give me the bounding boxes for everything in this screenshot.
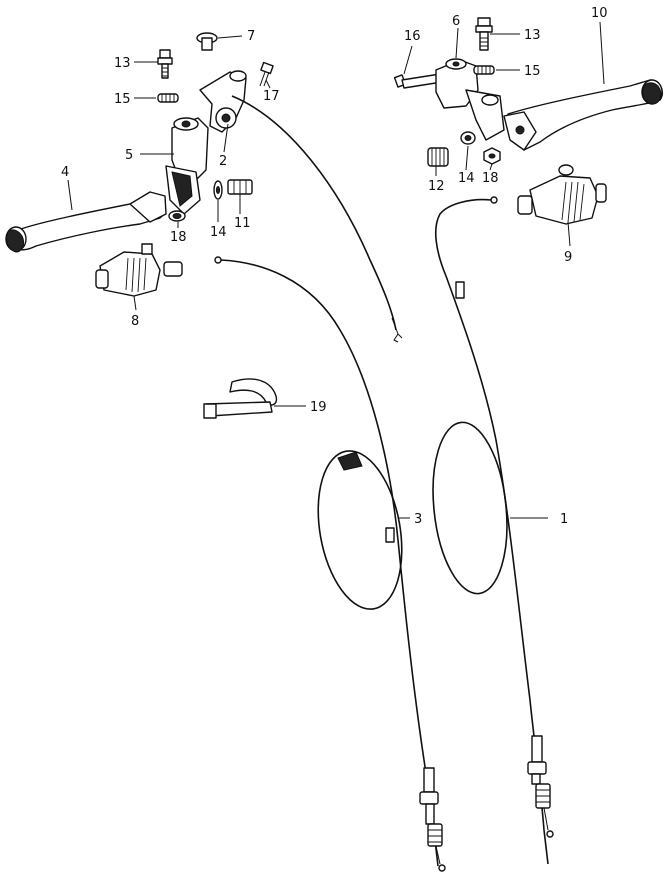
callout-4: 4 [61, 165, 69, 180]
callout-11: 11 [234, 216, 251, 231]
holder-right [435, 58, 505, 141]
callout-6: 6 [452, 14, 460, 29]
callout-2: 2 [219, 154, 227, 169]
holder-top-left [199, 70, 247, 133]
callout-labels: 1 2 3 4 5 6 7 8 9 10 11 12 13 13 14 14 1… [61, 6, 608, 527]
bolt-16 [393, 73, 443, 89]
callout-17: 17 [263, 89, 280, 104]
bolt-13-left [157, 49, 173, 79]
clamp-19 [203, 378, 278, 419]
spring-15-left [157, 93, 179, 103]
nut-18-left [168, 210, 186, 222]
callout-14-right: 14 [458, 171, 475, 186]
callout-10: 10 [591, 6, 608, 21]
lever-left [5, 191, 167, 253]
callout-13-left: 13 [114, 56, 131, 71]
lever-right [503, 79, 664, 151]
spring-15-right [473, 65, 495, 75]
callout-13-right: 13 [524, 28, 541, 43]
bolt-13-right [475, 17, 493, 51]
callout-16: 16 [404, 29, 421, 44]
callout-7: 7 [247, 29, 255, 44]
bolt-17 [259, 61, 274, 87]
switch-housing-left [95, 243, 183, 297]
callout-19: 19 [310, 400, 327, 415]
cable-center-loop [214, 256, 446, 872]
cable-upper-left [231, 95, 397, 331]
adjuster-12 [427, 147, 449, 167]
adjuster-11 [227, 179, 253, 195]
callout-15-left: 15 [114, 92, 131, 107]
callout-18-right: 18 [482, 171, 499, 186]
callout-18-left: 18 [170, 230, 187, 245]
callout-9: 9 [564, 250, 572, 265]
washer-14-left [213, 180, 223, 200]
callout-3: 3 [414, 512, 422, 527]
callout-15-right: 15 [524, 64, 541, 79]
callout-5: 5 [125, 148, 133, 163]
bolt-7 [196, 32, 218, 51]
cable-upper-left-end [391, 317, 403, 343]
cable-right-loop [432, 196, 554, 865]
washer-14-right [460, 131, 476, 145]
callout-1: 1 [560, 512, 568, 527]
callout-14-left: 14 [210, 225, 227, 240]
bracket-left [165, 117, 209, 215]
leader-lines [67, 21, 605, 519]
switch-housing-right [517, 164, 607, 225]
callout-12: 12 [428, 179, 445, 194]
nut-18-right [483, 147, 501, 165]
callout-8: 8 [131, 314, 139, 329]
